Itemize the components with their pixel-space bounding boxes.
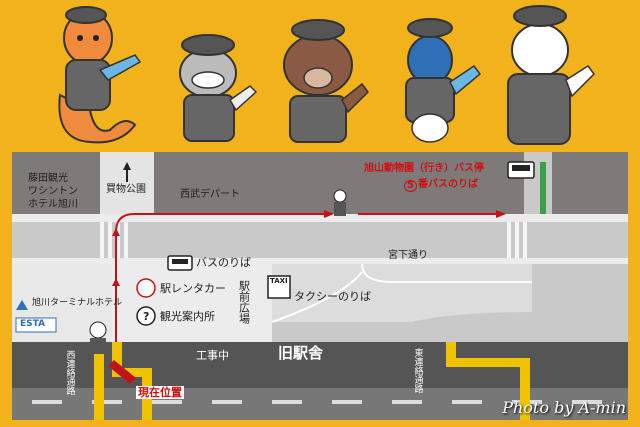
under-construction-label: 工事中 xyxy=(196,349,229,362)
penguin-mascot xyxy=(405,18,482,143)
taxi-icon xyxy=(267,275,291,299)
map-drawing xyxy=(12,152,628,420)
zoo-bus-stop-number-label: 番バスのりば xyxy=(418,179,478,190)
rent-a-car-icon xyxy=(136,278,156,298)
bus-stop-label: バスのりば xyxy=(196,256,251,269)
otter-mascot xyxy=(58,6,142,144)
zoo-bus-stop-label: 旭山動物園（行き）バス停 xyxy=(364,163,484,174)
rent-a-car-label: 駅レンタカー xyxy=(160,282,226,295)
terminal-hotel-label: 旭川ターミナルホテル xyxy=(32,298,123,308)
east-passage-label: 東連絡通路 xyxy=(412,348,423,393)
fujita-hotel-label: 藤田観光 ワシントン ホテル旭川 xyxy=(28,173,78,210)
photo-credit: Photo by A-min xyxy=(502,398,626,417)
raccoon-mascot xyxy=(179,34,258,142)
taxi-stand-label: タクシーのりば xyxy=(294,290,371,303)
west-passage-label: 西連絡通路 xyxy=(64,350,75,395)
terminal-hotel-logo-icon xyxy=(16,300,28,310)
tourist-info-label: 観光案内所 xyxy=(160,310,215,323)
area-map: 藤田観光 ワシントン ホテル旭川 買物公園 西武デパート 旭山動物園（行き）バス… xyxy=(12,152,628,420)
taxi-sign-label: TAXI xyxy=(270,277,288,285)
polar-bear-mascot xyxy=(507,5,595,145)
station-plaza-label: 駅前広場 xyxy=(237,280,251,324)
miyashita-street-label: 宮下通り xyxy=(388,250,428,261)
zoo-bus-stop-number: 5 xyxy=(404,180,417,192)
old-station-label: 旧駅舎 xyxy=(278,344,324,362)
seibu-department-label: 西武デパート xyxy=(180,189,240,200)
esta-label: ESTA xyxy=(20,319,46,329)
kaimono-koen-label: 買物公園 xyxy=(106,184,146,195)
staff-figure-lower xyxy=(89,321,107,354)
current-location-label: 現在位置 xyxy=(136,386,184,399)
mascot-row xyxy=(58,5,595,145)
bear-mascot xyxy=(283,19,369,143)
tourist-info-icon xyxy=(136,306,156,326)
info-symbol: ? xyxy=(143,310,150,323)
staff-figure-upper xyxy=(333,189,347,216)
